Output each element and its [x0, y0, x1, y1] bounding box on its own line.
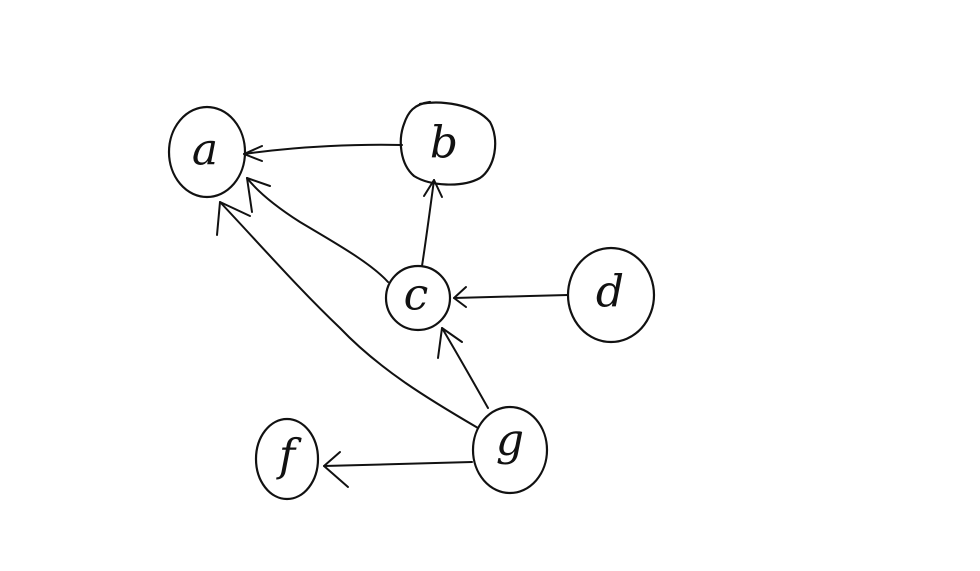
node-b-circle	[399, 100, 497, 186]
node-c-label: c	[404, 270, 429, 321]
edge-g-to-c	[437, 327, 489, 409]
node-g-circle	[471, 405, 549, 495]
edge-c-to-a	[246, 177, 389, 283]
node-f-circle	[254, 417, 320, 501]
node-a: a	[167, 105, 247, 199]
node-f: f	[254, 417, 320, 501]
node-d: d	[566, 246, 656, 344]
node-c-circle	[384, 264, 452, 332]
node-d-circle	[566, 246, 656, 344]
node-d-label: d	[596, 267, 624, 318]
node-a-label: a	[192, 125, 218, 176]
node-f-label: f	[276, 431, 302, 482]
edge-g-to-f	[323, 451, 473, 488]
node-g-label: g	[496, 415, 524, 466]
edges	[216, 143, 569, 488]
edge-b-to-a	[243, 143, 403, 162]
node-a-circle	[167, 105, 247, 199]
node-b-label: b	[430, 118, 458, 169]
node-b: b	[399, 100, 497, 186]
edge-g-to-a	[216, 201, 479, 429]
node-c: c	[384, 264, 452, 332]
node-g: g	[471, 405, 549, 495]
edge-c-to-b	[421, 179, 443, 267]
edge-d-to-c	[453, 286, 569, 308]
